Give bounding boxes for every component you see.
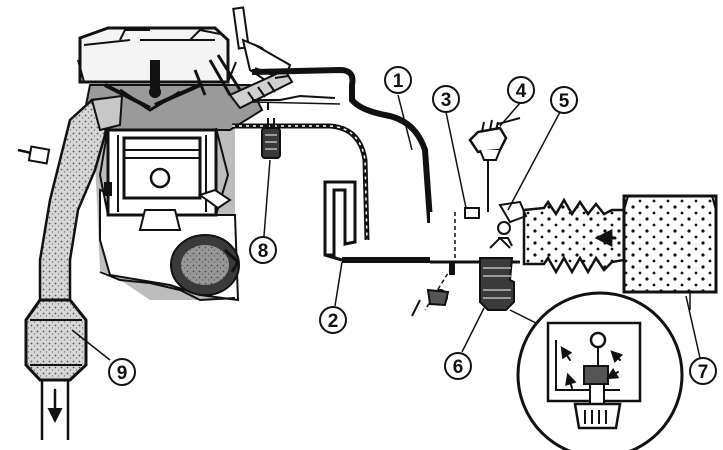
callout-7: 7 — [689, 357, 717, 385]
pressure-sensor-4 — [468, 117, 521, 212]
engine-block — [77, 6, 294, 302]
idle-actuator — [411, 288, 450, 317]
throttle-body — [411, 207, 525, 317]
vapor-line — [232, 123, 370, 241]
callout-label-4: 4 — [516, 81, 527, 102]
callout-8: 8 — [249, 236, 277, 264]
callout-label-5: 5 — [559, 91, 570, 112]
piston-cylinder — [98, 127, 232, 231]
idle-valve-detail-inset — [516, 291, 684, 450]
callout-label-1: 1 — [393, 71, 404, 92]
callout-5: 5 — [550, 86, 578, 114]
callout-4: 4 — [507, 76, 535, 104]
callout-9: 9 — [108, 358, 136, 386]
callout-2: 2 — [319, 306, 347, 334]
callout-label-7: 7 — [698, 362, 709, 383]
callout-1: 1 — [384, 66, 412, 94]
callout-label-8: 8 — [258, 241, 269, 262]
flexible-duct — [522, 197, 626, 275]
leader-lines — [71, 94, 701, 361]
callout-label-2: 2 — [328, 311, 339, 332]
intake-duct — [251, 66, 525, 223]
exhaust-system — [17, 94, 124, 440]
air-filter-box-7 — [622, 194, 718, 310]
oxygen-sensor — [17, 145, 51, 165]
purge-sensor-8 — [261, 118, 281, 159]
callout-label-9: 9 — [117, 363, 128, 384]
crank-pulley — [170, 234, 240, 296]
catalytic-converter — [24, 298, 88, 382]
rocker-cover — [77, 26, 237, 84]
callout-6: 6 — [444, 352, 472, 380]
callout-3: 3 — [432, 85, 460, 113]
callout-label-3: 3 — [441, 90, 452, 111]
callout-label-6: 6 — [453, 357, 464, 378]
